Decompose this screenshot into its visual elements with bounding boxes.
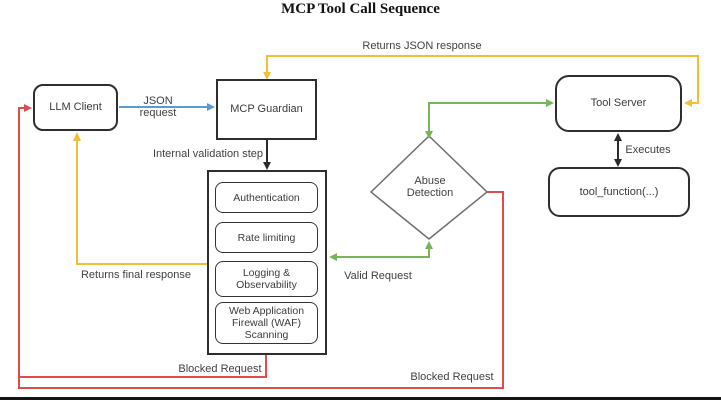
arrowhead-internal-validation [263, 162, 271, 170]
tool-server-node: Tool Server [555, 75, 682, 132]
arrow-blocked-from-diamond [20, 191, 504, 389]
tool-function-node: tool_function(...) [548, 167, 690, 217]
arrowhead-toolserver-left [546, 99, 554, 107]
arrowhead-json-request [207, 103, 215, 111]
arrow-blocked-from-container [20, 355, 267, 378]
abuse-detection-diamond [369, 134, 489, 240]
label-valid-request: Valid Request [344, 270, 412, 282]
arrow-returns-json [266, 55, 699, 104]
arrowhead-returns-json-toolserver [684, 99, 692, 107]
arrowhead-returns-json-guardian [263, 72, 271, 80]
label-returns-final-response: Returns final response [80, 269, 192, 281]
label-blocked-request-right: Blocked Request [410, 371, 494, 383]
label-returns-json-response: Returns JSON response [362, 40, 482, 52]
arrow-blocked-to-llm [18, 107, 24, 389]
label-json-request: JSON request [139, 95, 177, 119]
validation-step-waf-scanning: Web Application Firewall (WAF) Scanning [215, 302, 318, 344]
validation-step-logging-observability: Logging & Observability [215, 261, 318, 297]
arrowhead-executes-up [614, 133, 622, 141]
diagram-title: MCP Tool Call Sequence [281, 1, 440, 17]
arrow-abuse-toolserver [428, 102, 547, 131]
arrowhead-returns-final [73, 132, 81, 141]
validation-step-authentication: Authentication [215, 182, 318, 213]
arrowhead-valid-request-diamond [425, 241, 433, 249]
page-bottom-rule [0, 397, 721, 400]
arrow-returns-final [76, 140, 207, 265]
label-blocked-request-left: Blocked Request [178, 363, 262, 375]
validation-step-rate-limiting: Rate limiting [215, 222, 318, 253]
label-internal-validation-step: Internal validation step [152, 148, 264, 160]
llm-client-node: LLM Client [33, 84, 118, 131]
abuse-detection-label: Abuse Detection [406, 175, 454, 199]
label-executes: Executes [625, 144, 671, 156]
validation-container [207, 170, 327, 355]
arrowhead-blocked-llm [24, 104, 32, 112]
arrow-valid-request [337, 249, 430, 258]
arrowhead-valid-request-container [329, 253, 337, 261]
mcp-guardian-node: MCP Guardian [216, 79, 317, 140]
arrowhead-abuse-top [425, 131, 433, 139]
arrowhead-executes-down [614, 159, 622, 167]
